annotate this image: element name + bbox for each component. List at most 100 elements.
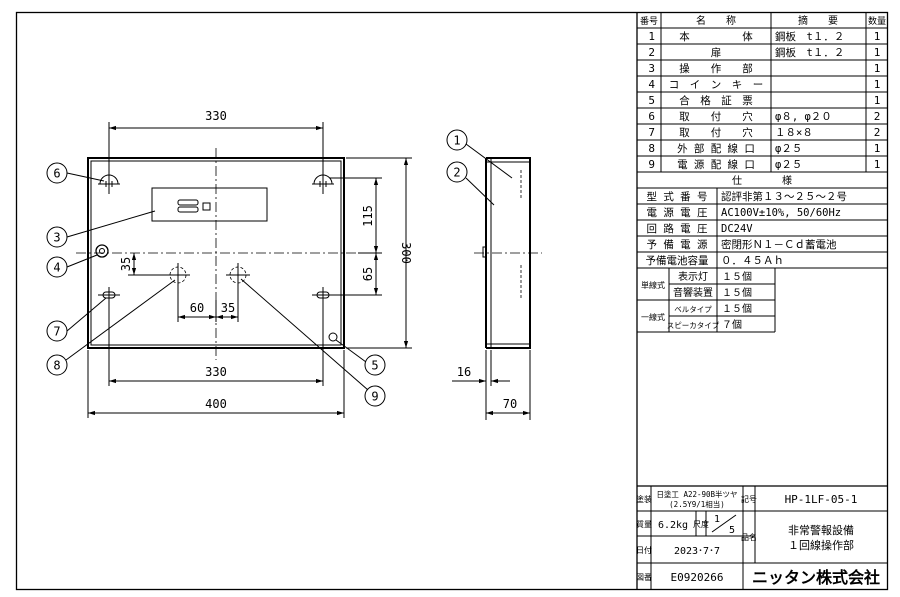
svg-text:9: 9: [371, 390, 378, 404]
parts-header-no: 番号: [640, 15, 658, 27]
svg-text:2: 2: [453, 166, 460, 180]
parts-row-qty: 1: [874, 94, 881, 107]
spec-row: 型 式 番 号認評非第１３～２５～２号: [647, 190, 847, 203]
coin-key-inner: [99, 248, 105, 254]
symbol-value: HP-1LF-05-1: [785, 493, 858, 506]
spec-row-value: 認評非第１３～２５～２号: [721, 190, 847, 203]
parts-row-qty: 1: [874, 142, 881, 155]
parts-row-no: 1: [648, 30, 655, 43]
spec-row-label: 型 式 番 号: [647, 190, 708, 203]
parts-row: 8 外 部 配 線 口 φ２５ 1: [648, 142, 880, 155]
svg-text:7: 7: [53, 325, 60, 339]
parts-row-qty: 2: [874, 110, 881, 123]
parts-row-no: 6: [648, 110, 655, 123]
dim-right-65: 65: [361, 267, 375, 281]
spec-table: 仕 様 型 式 番 号認評非第１３～２５～２号電 源 電 圧 AC100V±10%…: [637, 174, 888, 333]
front-dimensions: 330 330 400 300 115 65 35 60: [87, 109, 413, 418]
group1-row2-value: １５個: [722, 286, 752, 299]
svg-text:3: 3: [53, 231, 60, 245]
dim-bottom-35: 35: [221, 301, 235, 315]
dim-bottom-330: 330: [205, 365, 227, 379]
power-wiring-knockout: [226, 263, 250, 287]
drawing-no-value: E0920266: [671, 571, 724, 584]
parts-row-no: 3: [648, 62, 655, 75]
dim-right-115: 115: [361, 205, 375, 227]
dim-side-70: 70: [503, 397, 517, 411]
operation-panel: [151, 187, 268, 222]
coin-key: [95, 244, 109, 258]
drawing-border: [15, 11, 889, 591]
parts-row-name: 扉: [711, 46, 722, 59]
drawing-no-label: 図番: [636, 572, 652, 582]
svg-text:6: 6: [53, 167, 60, 181]
certificate-label: [328, 332, 338, 342]
parts-header-name: 名 称: [696, 14, 736, 27]
parts-row-name: コ イ ン キ ー: [669, 79, 764, 91]
group1-label: 単線式: [641, 280, 665, 290]
spec-row: 電 源 電 圧 AC100V±10%, 50/60Hz: [647, 206, 842, 219]
parts-row-qty: 1: [874, 62, 881, 75]
spec-row: 予備電池容量 ０．４５Ａｈ: [646, 254, 785, 267]
dim-left-35: 35: [119, 257, 133, 271]
parts-row-name: 取 付 穴: [679, 126, 753, 139]
callout-4: 4: [46, 254, 98, 278]
svg-text:1: 1: [453, 134, 460, 148]
dim-bottom-60: 60: [190, 301, 204, 315]
parts-row-no: 9: [648, 158, 655, 171]
parts-row-name: 本 体: [679, 30, 753, 43]
spec-row-value: AC100V±10%, 50/60Hz: [721, 207, 841, 219]
spec-row-label: 予 備 電 源: [647, 238, 708, 251]
spec-row-value: ０．４５Ａｈ: [721, 255, 784, 267]
group1-row1-value: １５個: [722, 270, 752, 283]
symbol-label: 記号: [741, 494, 757, 504]
group1-row2-label: 音響装置: [673, 286, 713, 299]
date-label: 日付: [636, 545, 652, 555]
spec-row-label: 電 源 電 圧: [647, 206, 708, 219]
svg-text:4: 4: [53, 261, 60, 275]
paint-value-1: 日塗工 A22-90B半ツヤ: [656, 489, 737, 499]
name-label: 品名: [741, 532, 757, 542]
parts-row-no: 7: [648, 126, 655, 139]
title-block: 塗装 日塗工 A22-90B半ツヤ (2.5Y9/1相当) 記号 HP-1LF-…: [636, 485, 888, 590]
scale-numerator: 1: [714, 514, 720, 525]
name-value-1: 非常警報設備: [788, 523, 854, 537]
parts-row-no: 5: [648, 94, 655, 107]
scale-label: 尺度: [693, 519, 709, 529]
parts-row-summary: １８×８: [775, 127, 813, 139]
dim-width-400: 400: [205, 397, 227, 411]
date-value: 2023･7･7: [674, 546, 720, 557]
side-dimensions: 16 70: [452, 350, 531, 420]
spec-row-value: 密閉形Ｎ１－Ｃｄ蓄電池: [721, 238, 837, 251]
group2-row2-label: スピーカタイプ: [667, 321, 720, 330]
svg-text:5: 5: [371, 359, 378, 373]
callout-1: 1: [446, 129, 513, 179]
callout-2: 2: [446, 161, 495, 206]
callout-8: 8: [46, 279, 176, 376]
callout-5: 5: [335, 339, 386, 376]
spec-row-label: 予備電池容量: [646, 254, 709, 267]
spec-header: 仕 様: [732, 174, 792, 187]
parts-row-no: 8: [648, 142, 655, 155]
external-wiring-knockout: [166, 263, 190, 287]
operation-indicator: [202, 202, 211, 211]
callout-9: 9: [240, 278, 386, 407]
parts-row-qty: 1: [874, 78, 881, 91]
spec-row-value: DC24V: [721, 223, 753, 235]
parts-row-summary: 鋼板 t１．２: [775, 46, 844, 59]
parts-row-name: 外 部 配 線 口: [677, 142, 755, 155]
parts-row-summary: φ２５: [775, 143, 802, 155]
front-view: [76, 148, 358, 360]
parts-header-summary: 摘 要: [798, 14, 838, 27]
company-logo: ニッタン株式会社: [752, 568, 880, 587]
operation-switch-2: [177, 206, 199, 213]
callout-3: 3: [46, 210, 156, 248]
parts-row-summary: 鋼板 t１．２: [775, 30, 844, 43]
